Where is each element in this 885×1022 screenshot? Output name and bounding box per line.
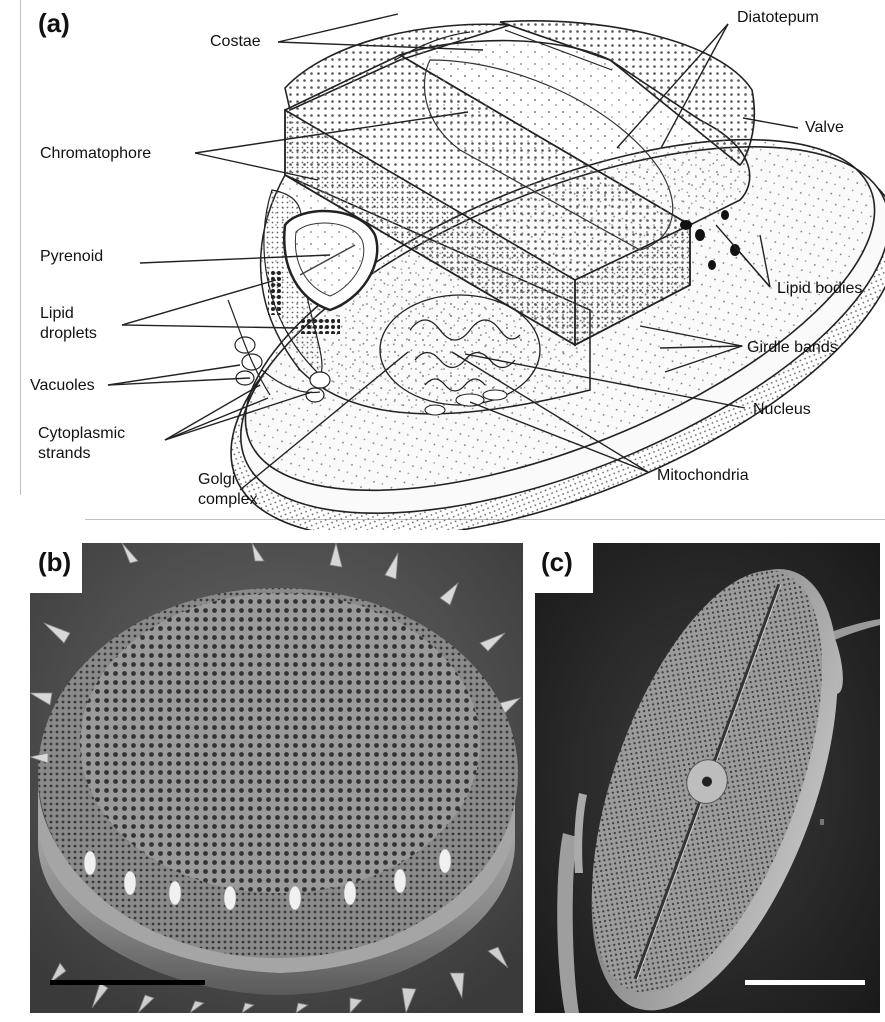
label-pyrenoid: Pyrenoid [40, 247, 103, 267]
label-vacuoles: Vacuoles [30, 376, 95, 396]
label-chromatophore: Chromatophore [40, 144, 151, 164]
panel-b-label: (b) [38, 547, 71, 578]
leader-lipid-droplets-1 [122, 280, 276, 325]
leader-lipid-droplets-2 [122, 325, 298, 328]
label-diatotepum: Diatotepum [737, 8, 819, 28]
panel-c-label: (c) [541, 547, 573, 578]
scalebar-c [745, 980, 865, 985]
nucleus-shape [380, 295, 540, 405]
label-mitochondria: Mitochondria [657, 466, 749, 486]
pennate-diatom-micrograph [535, 543, 880, 1013]
label-cytoplasmic-strands: Cytoplasmic strands [38, 424, 125, 464]
label-golgi-complex: Golgi complex [198, 470, 258, 510]
panel-b-sem-image [30, 543, 523, 1013]
label-lipid-droplets: Lipid droplets [40, 304, 97, 344]
diatom-illustration [0, 0, 885, 530]
panel-c-sem-image [535, 543, 880, 1013]
label-girdle-bands: Girdle bands [747, 338, 838, 358]
label-costae: Costae [210, 32, 261, 52]
label-nucleus: Nucleus [753, 400, 811, 420]
panel-a-label: (a) [38, 8, 70, 39]
scalebar-b [50, 980, 205, 985]
centric-diatom-micrograph [30, 543, 523, 1013]
label-valve: Valve [805, 118, 844, 138]
label-lipid-bodies: Lipid bodies [777, 279, 862, 299]
